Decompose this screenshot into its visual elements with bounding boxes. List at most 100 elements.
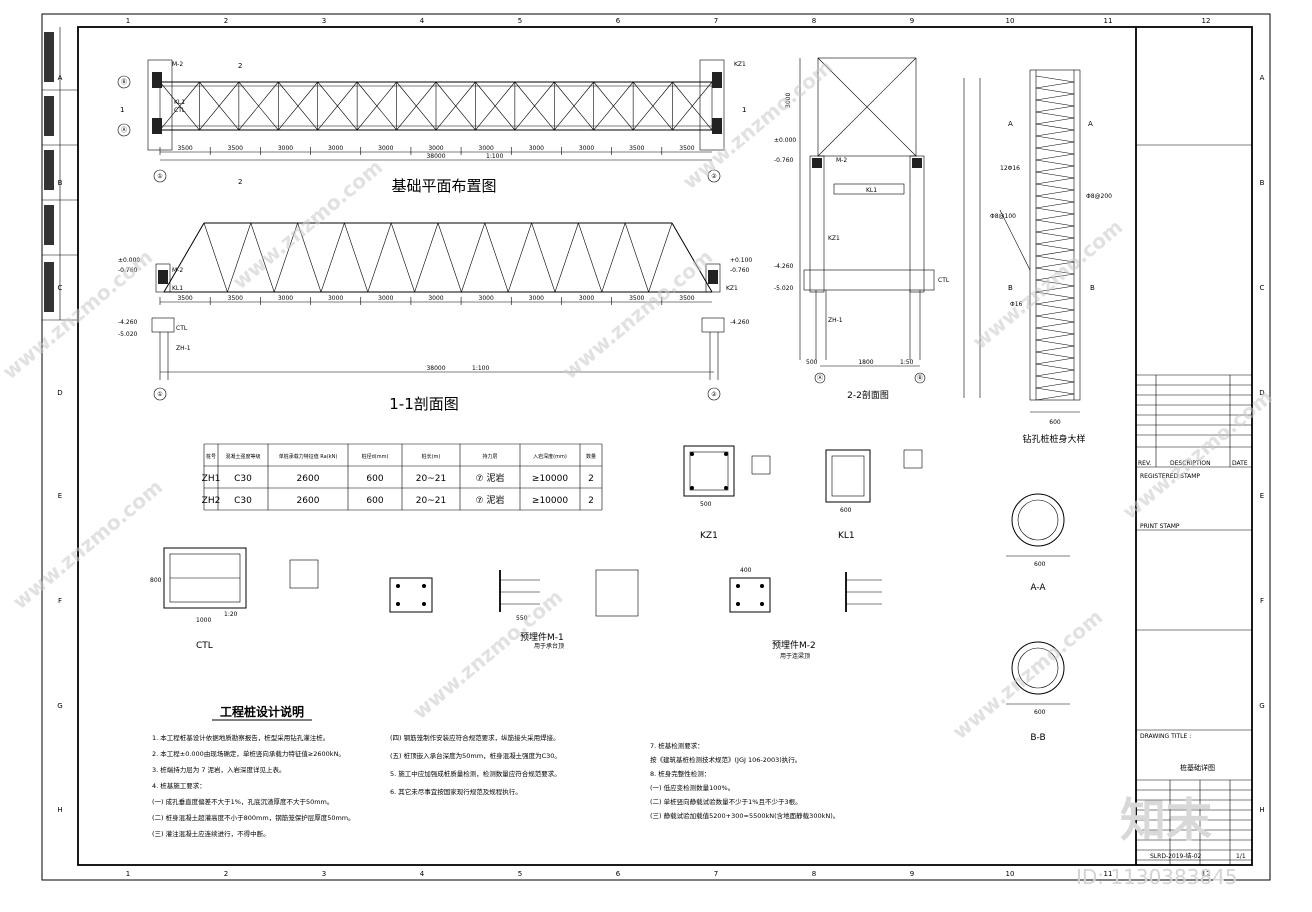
- detail-kz1: KZ1 500: [683, 445, 771, 541]
- sec22-tag-kz1: KZ1: [828, 235, 840, 242]
- grid-col-bottom-6: 6: [616, 870, 621, 878]
- pile-table-header-1: 混凝土强度等级: [225, 453, 260, 460]
- sec-tag-zh1: ZH-1: [176, 345, 191, 352]
- notes-col1-line-2: 3. 桩端持力层为 7 泥岩，入岩深度详见上表。: [152, 765, 286, 774]
- grid-row-right-D: D: [1259, 389, 1264, 397]
- section-mark-2-top: 2: [238, 62, 242, 70]
- sec-tag-m2: M-2: [172, 267, 183, 274]
- sec-elev-right-2: -4.260: [730, 319, 750, 326]
- m1-label: 预埋件M-1: [520, 631, 564, 643]
- plan-dims-span-5: 3000: [428, 145, 443, 152]
- sec-dims-span-10: 3500: [679, 295, 694, 302]
- m2-dim: 400: [740, 567, 752, 574]
- section-aa-label: A-A: [1030, 583, 1046, 593]
- grid-col-top-8: 8: [812, 17, 816, 25]
- notes-col1-line-0: 1. 本工程桩基设计依据地质勘察报告，桩型采用钻孔灌注桩。: [152, 733, 329, 742]
- sec-elev-left-0: ±0.000: [118, 257, 140, 264]
- pile-table-cell-0-3: 600: [366, 474, 383, 484]
- notes-col1-line-3: 4. 桩基施工要求：: [152, 781, 206, 790]
- ctl-dim-width: 1000: [196, 617, 211, 624]
- grid-col-bottom-11: 11: [1104, 870, 1113, 878]
- sec22-tag-kl1: KL1: [866, 187, 877, 194]
- sec-elev-left-2: -4.260: [118, 319, 138, 326]
- kz1-label: KZ1: [700, 531, 718, 541]
- sec22-axis-b: Ⓑ: [917, 374, 923, 382]
- section-2-2: 3000 ±0.000 -0.760 -4.260 -5.020 M-2 KL1…: [774, 57, 950, 401]
- plan-dims-span-7: 3000: [529, 145, 544, 152]
- sec22-tag-ctl: CTL: [938, 277, 950, 284]
- sec-elev-left-3: -5.020: [118, 331, 138, 338]
- sec22-dim-height: 3000: [785, 93, 792, 108]
- grid-col-bottom-8: 8: [812, 870, 816, 878]
- grid-row-right-E: E: [1260, 492, 1264, 500]
- left-revision-strip: [42, 27, 78, 321]
- grid-col-top-3: 3: [322, 17, 326, 25]
- grid-col-top-6: 6: [616, 17, 621, 25]
- sec-dims-span-8: 3000: [579, 295, 594, 302]
- plan-scale: 1:100: [486, 153, 503, 160]
- grid-col-top-12: 12: [1202, 17, 1211, 25]
- grid-col-bottom-9: 9: [910, 870, 914, 878]
- tb-stamp-label: REGISTERED STAMP: [1140, 473, 1200, 480]
- sec-dims-span-9: 3500: [629, 295, 644, 302]
- pile-table-cell-1-1: C30: [234, 496, 252, 506]
- notes-col2-line-2: 5. 施工中应加强成桩质量检测，检测数量应符合规范要求。: [390, 769, 561, 778]
- grid-col-top-1: 1: [126, 17, 130, 25]
- outer-border: [41, 13, 1271, 881]
- notes-col3-line-5: (三) 静载试验加载值5200+300=5500kN(含地面静载300kN)。: [650, 811, 839, 820]
- plan-dims-span-3: 3000: [328, 145, 343, 152]
- grid-row-left-F: F: [58, 597, 62, 605]
- grid-row-left-H: H: [57, 806, 62, 814]
- pile-label-0: 12Φ16: [1000, 165, 1020, 172]
- grid-col-bottom-7: 7: [714, 870, 718, 878]
- notes-col2-line-1: (五) 桩顶嵌入承台深度为50mm，桩身混凝土强度为C30。: [390, 751, 561, 760]
- wm-logo: 知末: [1120, 793, 1212, 847]
- m2-note: 用于连梁顶: [780, 652, 810, 660]
- pile-diameter: 600: [1049, 419, 1061, 426]
- sec-tag-kl1: KL1: [172, 285, 183, 292]
- title-block: REV. DESCRIPTION DATE REGISTERED STAMP P…: [1136, 144, 1252, 865]
- ctl-label: CTL: [196, 641, 213, 651]
- section-bb-label: B-B: [1030, 733, 1045, 743]
- grid-col-bottom-4: 4: [420, 870, 425, 878]
- pile-table-header-5: 持力层: [482, 453, 497, 460]
- tb-sheet: 1/1: [1236, 853, 1246, 860]
- sec-dims-span-5: 3000: [428, 295, 443, 302]
- tb-drawing-title-label: DRAWING TITLE :: [1140, 733, 1191, 740]
- sec-dims-span-3: 3000: [328, 295, 343, 302]
- grid-col-bottom-10: 10: [1006, 870, 1015, 878]
- tb-print-stamp: PRINT STAMP: [1140, 523, 1180, 530]
- detail-section-bb: 600 B-B: [1006, 641, 1070, 743]
- section-mark-1-left: 1: [120, 106, 124, 114]
- pile-table-header-2: 单桩承载力特征值 Ra(kN): [279, 453, 338, 460]
- section-mark-1-right: 1: [742, 106, 746, 114]
- plan-dims-span-2: 3000: [278, 145, 293, 152]
- notes-col1-line-4: (一) 成孔垂直度偏差不大于1%，孔底沉渣厚度不大于50mm。: [152, 797, 333, 806]
- grid-col-bottom-12: 12: [1202, 870, 1211, 878]
- pile-table-cell-0-6: ≥10000: [532, 474, 568, 484]
- sec-dims-span-7: 3000: [529, 295, 544, 302]
- grid-row-right-B: B: [1260, 179, 1265, 187]
- pile-label-2: Φ8@200: [1086, 193, 1112, 200]
- plan-dims-span-9: 3500: [629, 145, 644, 152]
- pile-table-cell-0-0: ZH1: [202, 474, 221, 484]
- notes-col2-line-3: 6. 其它未尽事宜按国家现行规范及规程执行。: [390, 787, 522, 796]
- tb-drawing-no: SLRD-2019-结-02: [1150, 852, 1202, 860]
- sec22-tag-m2: M-2: [836, 157, 847, 164]
- grid-col-top-5: 5: [518, 17, 522, 25]
- sec-elev-right-0: +0.100: [730, 257, 752, 264]
- kl1-dim: 600: [840, 507, 852, 514]
- pile-table-cell-1-4: 20~21: [416, 496, 446, 506]
- notes-col3-line-1: 按《建筑基桩检测技术规范》(JGJ 106-2003)执行。: [650, 755, 801, 764]
- sec22-elev-1: -0.760: [774, 157, 794, 164]
- pile-table-cell-1-3: 600: [366, 496, 383, 506]
- plan-tag-kl1: KL1: [174, 99, 185, 106]
- pile-label-3: Φ16: [1010, 301, 1023, 308]
- plan-tag-kz1: KZ1: [734, 61, 746, 68]
- aa-dim: 600: [1034, 561, 1046, 568]
- detail-m1: 550 预埋件M-1 用于承台顶: [389, 569, 639, 650]
- sec-tag-ctl: CTL: [176, 325, 188, 332]
- pile-label-1: Φ8@100: [990, 213, 1016, 220]
